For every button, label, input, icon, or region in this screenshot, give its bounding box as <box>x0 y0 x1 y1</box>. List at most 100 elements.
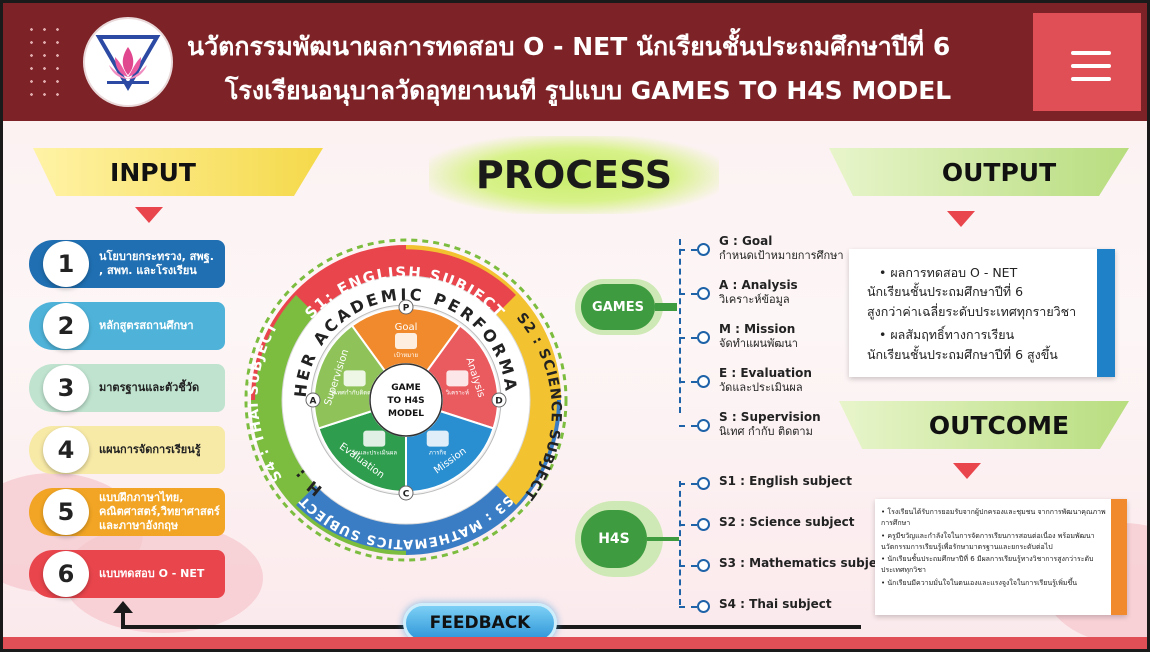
bottom-bar <box>3 637 1147 649</box>
games-node-icon <box>697 419 710 432</box>
menu-button[interactable] <box>1033 13 1141 111</box>
segment-icon <box>343 370 366 387</box>
games-item-desc: นิเทศ กำกับ ติดตาม <box>719 424 813 438</box>
h4s-badge: H4S <box>581 510 647 568</box>
segment-icon <box>426 430 449 447</box>
pdca-letter: D <box>495 397 502 407</box>
h4s-item: S3 : Mathematics subject <box>719 556 890 570</box>
h4s-node-icon <box>697 518 710 531</box>
outcome-box: • โรงเรียนได้รับการยอมรับจากผู้ปกครองและ… <box>875 499 1127 615</box>
h4s-item: S2 : Science subject <box>719 515 855 529</box>
input-item-number: 4 <box>43 427 89 473</box>
segment-sublabel: นิเทศกำกับติดตาม <box>331 389 379 396</box>
outcome-item: • ครูมีขวัญและกำลังใจในการจัดการเรียนการ… <box>881 531 1095 551</box>
center-label-line1: GAME <box>391 383 420 393</box>
feedback-line-up <box>121 609 125 629</box>
games-item-title: A : Analysis <box>719 278 798 292</box>
outcome-box-accent <box>1111 499 1127 615</box>
games-branch <box>679 293 697 295</box>
segment-icon <box>446 370 469 387</box>
output-title: OUTPUT <box>941 157 1057 187</box>
outcome-title: OUTCOME <box>928 410 1070 440</box>
outcome-item: • โรงเรียนได้รับการยอมรับจากผู้ปกครองและ… <box>881 508 1106 527</box>
h4s-node-icon <box>697 600 710 613</box>
segment-icon <box>363 430 386 447</box>
games-node-icon <box>697 375 710 388</box>
process-wheel: S1: ENGLISH SUBJECT S2 : SCIENCE SUBJECT… <box>241 235 568 562</box>
output-bullet2: • ผลสัมฤทธิ์ทางการเรียน <box>879 327 1015 343</box>
outcome-item: • นักเรียนมีความมั่นใจในตนเองและแรงจูงใจ… <box>881 579 1078 588</box>
wheel-segments: Goalเป้าหมายAnalysisวิเคราะห์Missionภารก… <box>313 307 499 494</box>
input-item-number: 6 <box>43 551 89 597</box>
h4s-branch <box>679 606 697 608</box>
menu-bar-icon <box>1071 51 1111 55</box>
h4s-item: S1 : English subject <box>719 474 852 488</box>
pdca-letter: P <box>403 304 410 314</box>
input-item-number: 5 <box>43 489 89 535</box>
page-title-line2: โรงเรียนอนุบาลวัดอุทยานนที รูปแบบ GAMES … <box>225 76 952 105</box>
outcome-item: • นักเรียนชั้นประถมศึกษาปีที่ 6 มีผลการเ… <box>881 555 1094 575</box>
games-item-desc: กำหนดเป้าหมายการศึกษา <box>719 248 844 262</box>
games-node-icon <box>697 331 710 344</box>
input-item-text: นโยบายกระทรวง, สพฐ. , สพท. และโรงเรียน <box>99 250 214 277</box>
input-down-arrow-icon <box>135 207 163 223</box>
input-title: INPUT <box>110 157 196 187</box>
menu-bar-icon <box>1071 64 1111 68</box>
lotus-logo-icon <box>95 35 161 91</box>
output-bullet1c: สูงกว่าค่าเฉลี่ยระดับประเทศทุกรายวิชา <box>867 303 1077 319</box>
output-bullet1: • ผลการทดสอบ O - NET <box>879 265 1018 280</box>
segment-sublabel: เป้าหมาย <box>394 352 418 359</box>
school-logo <box>83 17 173 107</box>
h4s-branch <box>679 565 697 567</box>
pdca-markers: P D C A <box>305 299 507 501</box>
process-title: PROCESS <box>429 136 719 214</box>
h4s-item: S4 : Thai subject <box>719 597 832 611</box>
output-bullet1b: นักเรียนชั้นประถมศึกษาปีที่ 6 <box>867 284 1024 300</box>
output-down-arrow-icon <box>947 211 975 227</box>
input-item-number: 3 <box>43 365 89 411</box>
h4s-node-icon <box>697 559 710 572</box>
h4s-branch <box>679 483 697 485</box>
outcome-list: • โรงเรียนได้รับการยอมรับจากผู้ปกครองและ… <box>881 507 1107 591</box>
center-label-line2: TO H4S <box>387 396 424 406</box>
games-item-desc: จัดทำแผนพัฒนา <box>719 336 798 350</box>
segment-icon <box>395 333 417 349</box>
input-item-number: 2 <box>43 303 89 349</box>
segment-label: Goal <box>395 322 418 333</box>
pdca-marker <box>491 392 507 408</box>
output-box: • ผลการทดสอบ O - NET นักเรียนชั้นประถมศึ… <box>849 249 1115 377</box>
games-item-desc: วัดและประเมินผล <box>719 380 803 394</box>
games-connector <box>655 303 677 311</box>
feedback-arrow-up-icon <box>113 601 133 613</box>
segment-sublabel: วิเคราะห์ <box>445 388 469 396</box>
decorative-dots <box>25 23 65 103</box>
center-label-line3: MODEL <box>388 409 424 419</box>
games-dashed-line <box>679 239 681 413</box>
input-item-text: มาตรฐานและตัวชี้วัด <box>99 381 200 395</box>
input-item-number: 1 <box>43 241 89 287</box>
input-banner: INPUT <box>33 148 323 196</box>
games-item-title: E : Evaluation <box>719 366 812 380</box>
input-item-text: แบบทดสอบ O - NET <box>99 567 205 581</box>
segment-sublabel: วัดและประเมินผล <box>351 450 397 457</box>
games-item-title: M : Mission <box>719 322 796 336</box>
input-item-text: หลักสูตรสถานศึกษา <box>99 319 194 333</box>
input-item-text: แผนการจัดการเรียนรู้ <box>99 443 201 457</box>
pdca-marker <box>305 392 321 408</box>
pdca-marker <box>398 299 414 315</box>
games-branch <box>679 381 697 383</box>
output-banner: OUTPUT <box>829 148 1129 196</box>
pdca-letter: C <box>403 490 410 500</box>
games-node-icon <box>697 287 710 300</box>
games-node-icon <box>697 243 710 256</box>
pdca-letter: A <box>310 397 317 407</box>
output-box-accent <box>1097 249 1115 377</box>
games-branch <box>679 249 697 251</box>
menu-bar-icon <box>1071 77 1111 81</box>
header-bar: นวัตกรรมพัฒนาผลการทดสอบ O - NET นักเรียน… <box>3 3 1147 121</box>
input-item-text: แบบฝึกภาษาไทย, คณิตศาสตร์,วิทยาศาสตร์ แล… <box>99 491 220 532</box>
h4s-connector <box>647 537 679 541</box>
